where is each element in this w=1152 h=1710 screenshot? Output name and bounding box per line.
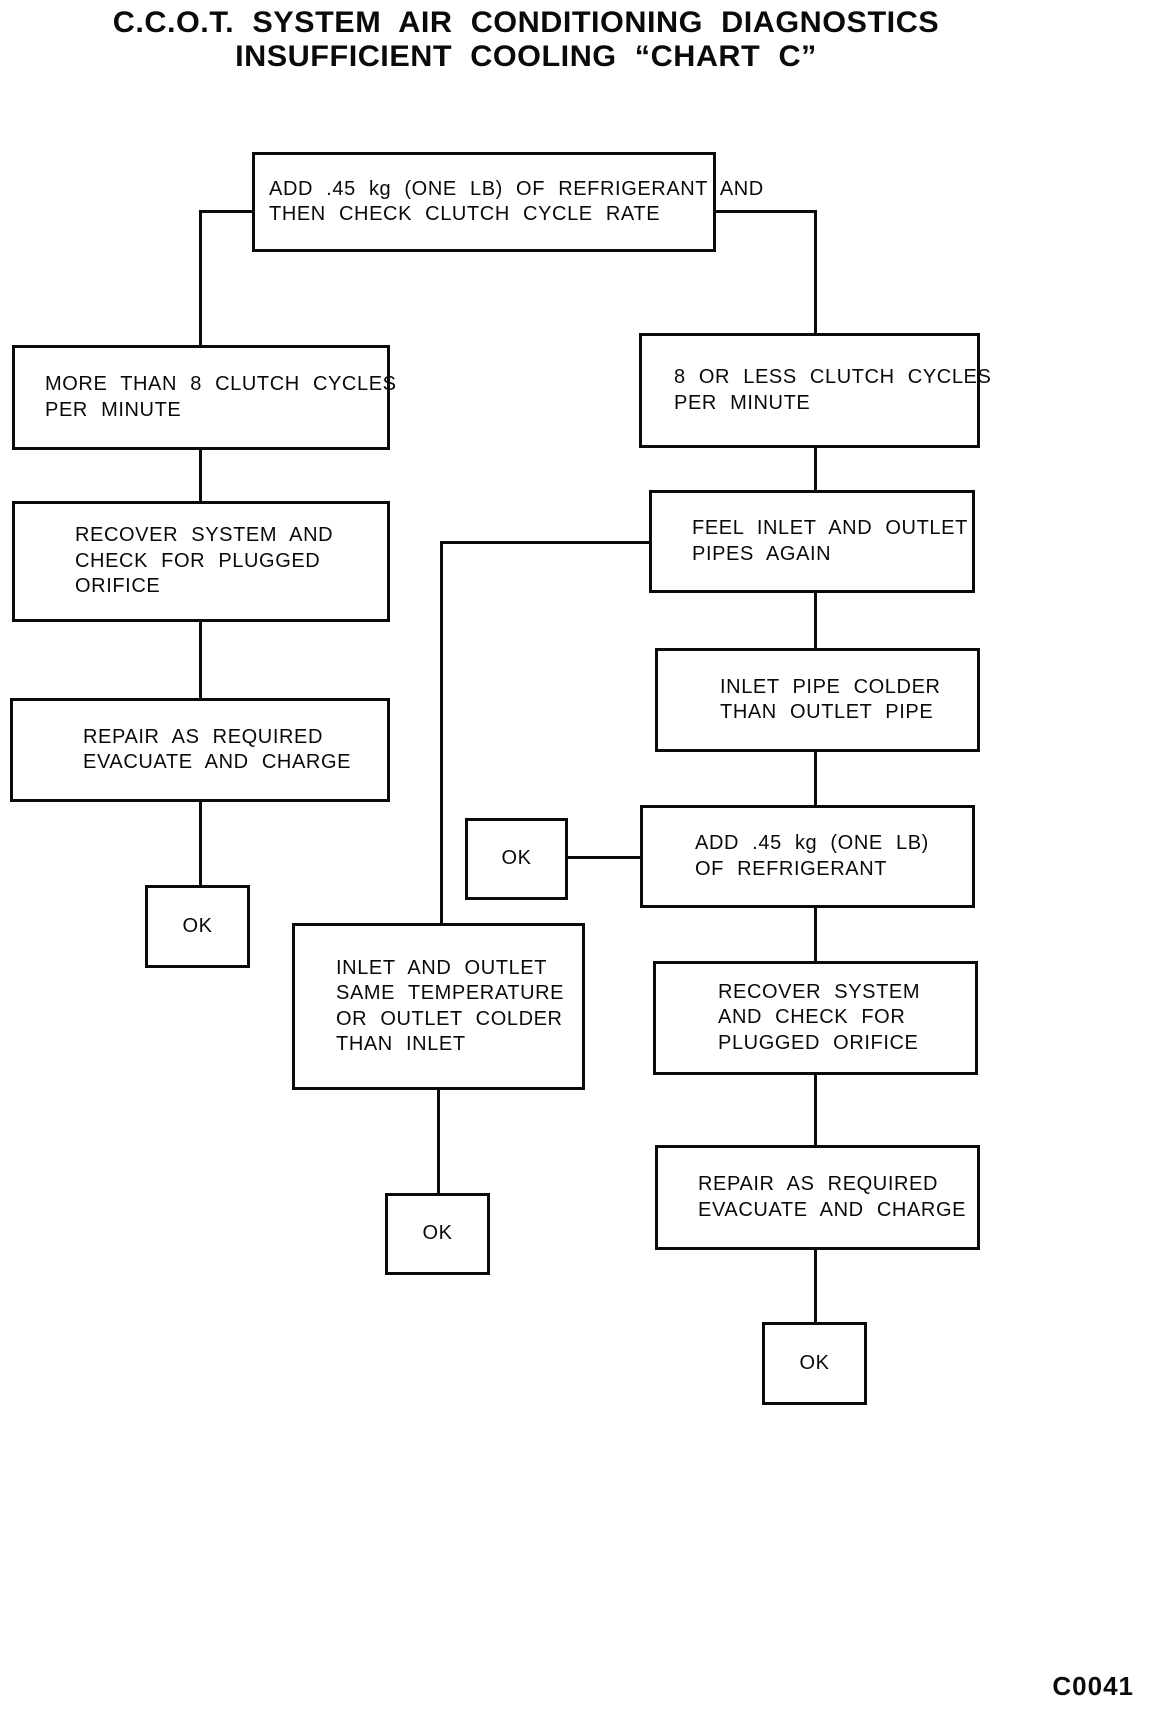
node-inlet-colder-than-outlet: INLET PIPE COLDER THAN OUTLET PIPE [655,648,980,752]
connector-feel-to-inlet-colder [814,591,817,651]
page-title: C.C.O.T. SYSTEM AIR CONDITIONING DIAGNOS… [0,6,1063,74]
node-text-line: INLET PIPE COLDER [720,675,941,698]
node-text-line: RECOVER SYSTEM AND [75,524,334,547]
node-text-line: THEN CHECK CLUTCH CYCLE RATE [269,203,661,225]
connector-add-to-recover-right [814,906,817,964]
node-ok-left: OK [145,885,250,968]
connector-recover-to-repair-right [814,1073,817,1148]
node-add-refrigerant-check-clutch: ADD .45 kg (ONE LB) OF REFRIGERANT AND T… [252,152,764,252]
node-text-line: OK [501,847,532,870]
connector-8-or-less-to-feel [814,446,817,493]
node-ok-inlet-outlet: OK [385,1193,490,1275]
node-8-or-less-cycles: 8 OR LESS CLUTCH CYCLES PER MINUTE [639,333,992,448]
node-text-line: MORE THAN 8 CLUTCH CYCLES [45,373,397,395]
node-text-line: OF REFRIGERANT [695,857,888,880]
page-title-line1: C.C.O.T. SYSTEM AIR CONDITIONING DIAGNOS… [112,6,940,39]
node-text-line: AND CHECK FOR [718,1006,906,1029]
node-text-line: PIPES AGAIN [692,542,832,565]
node-text-line: PLUGGED ORIFICE [718,1031,919,1054]
node-text-line: OK [422,1222,453,1245]
connector-feel-left-elbow [440,541,652,544]
node-text-line: REPAIR AS REQUIRED [698,1173,939,1195]
node-text-line: THAN OUTLET PIPE [720,701,934,723]
node-text-line: OK [799,1351,830,1374]
node-more-than-8-cycles: MORE THAN 8 CLUTCH CYCLES PER MINUTE [12,345,397,450]
node-text-line: 8 OR LESS CLUTCH CYCLES [674,366,992,388]
node-text-line: EVACUATE AND CHARGE [698,1198,967,1221]
node-text-line: RECOVER SYSTEM [718,980,921,1003]
node-recover-check-orifice-right: RECOVER SYSTEM AND CHECK FOR PLUGGED ORI… [653,961,978,1075]
connector-ok-to-add [566,856,643,859]
node-text-line: CHECK FOR PLUGGED [75,549,321,572]
node-repair-evacuate-charge-left: REPAIR AS REQUIRED EVACUATE AND CHARGE [10,698,390,802]
node-repair-evacuate-charge-right: REPAIR AS REQUIRED EVACUATE AND CHARGE [655,1145,980,1250]
figure-code: C0041 [1052,1671,1134,1701]
node-text-line: INLET AND OUTLET [336,956,548,979]
connector-recover-to-repair-left [199,620,202,700]
connector-repair-to-ok-bottom-right [814,1248,817,1325]
connector-top-to-more-than-8 [199,210,202,348]
node-text-line: PER MINUTE [674,391,811,414]
connector-top-left-stub [199,210,255,213]
node-text-line: THAN INLET [336,1033,466,1055]
node-ok-middle: OK [465,818,568,900]
connector-same-temp-to-ok [437,1088,440,1196]
node-feel-pipes-again: FEEL INLET AND OUTLET PIPES AGAIN [649,490,975,593]
node-same-temp-or-outlet-colder: INLET AND OUTLET SAME TEMPERATURE OR OUT… [292,923,585,1090]
node-text-line: PER MINUTE [45,398,182,421]
connector-elbow-to-same-temp [440,541,443,926]
node-text-line: REPAIR AS REQUIRED [83,725,324,748]
node-text-line: FEEL INLET AND OUTLET [692,517,968,539]
node-text-line: OR OUTLET COLDER [336,1007,563,1030]
connector-inlet-colder-to-add [814,750,817,808]
connector-top-to-8-or-less [814,210,817,336]
node-recover-check-orifice-left: RECOVER SYSTEM AND CHECK FOR PLUGGED ORI… [12,501,390,622]
node-text-line: ADD .45 kg (ONE LB) OF REFRIGERANT AND [269,177,764,200]
node-add-refrigerant: ADD .45 kg (ONE LB) OF REFRIGERANT [640,805,975,908]
node-text-line: ORIFICE [75,575,161,598]
node-text-line: EVACUATE AND CHARGE [83,751,352,773]
connector-top-right-stub [713,210,817,213]
node-ok-bottom-right: OK [762,1322,867,1405]
connector-more-than-8-to-recover [199,448,202,504]
page-title-line2: INSUFFICIENT COOLING “CHART C” [235,40,817,73]
node-text-line: OK [182,914,213,937]
node-text-line: SAME TEMPERATURE [336,982,565,1004]
connector-repair-to-ok-left [199,800,202,888]
node-text-line: ADD .45 kg (ONE LB) [695,832,929,854]
